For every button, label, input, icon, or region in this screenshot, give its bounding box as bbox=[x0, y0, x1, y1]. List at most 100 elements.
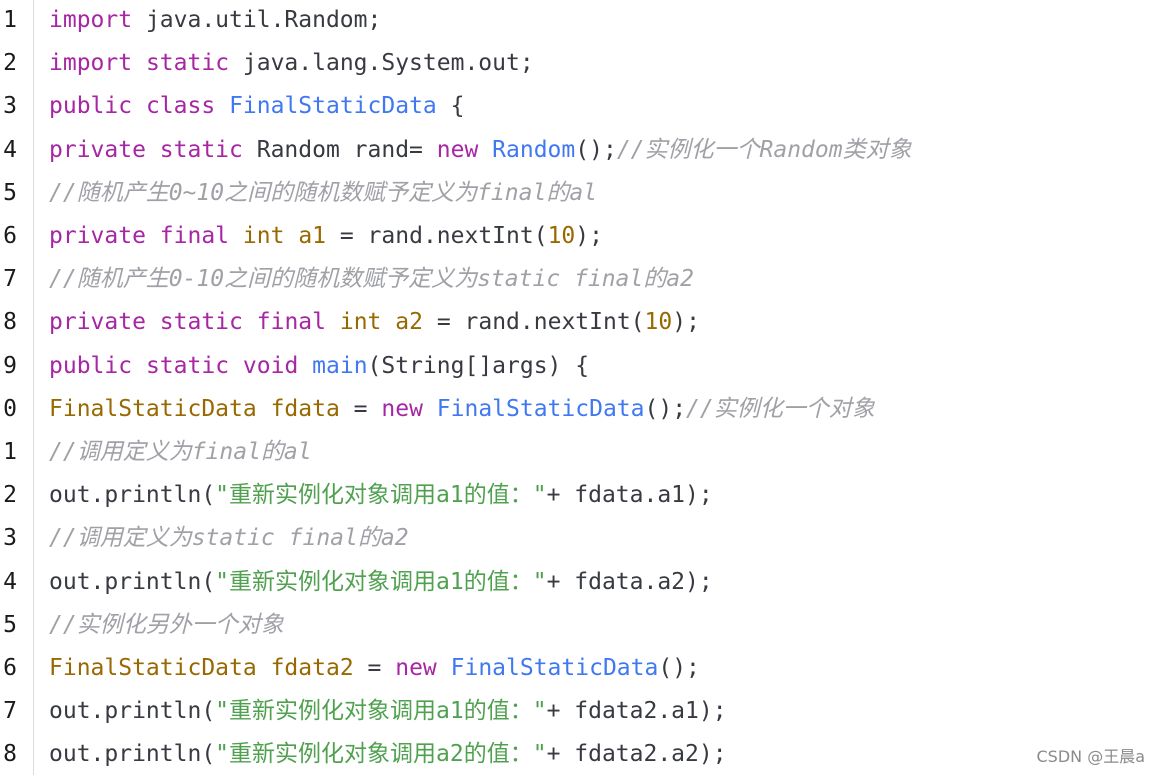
code-line: private static Random rand= new Random()… bbox=[49, 129, 912, 172]
code-token: public bbox=[49, 352, 133, 379]
code-token: static bbox=[159, 309, 243, 336]
code-token: private bbox=[49, 309, 146, 336]
code-line: out.println("重新实例化对象调用a1的值："+ fdata.a2); bbox=[49, 561, 713, 604]
line-number: 5 bbox=[3, 179, 17, 206]
code-token: final bbox=[256, 309, 326, 336]
code-token: import bbox=[49, 50, 133, 77]
csdn-watermark: CSDN @王晨a bbox=[1036, 747, 1145, 766]
code-line: //调用定义为final的al bbox=[49, 431, 312, 474]
code-token: "重新实例化对象调用a1的值：" bbox=[215, 482, 547, 509]
code-token: //随机产生0-10之间的随机数赋予定义为static final的a2 bbox=[49, 266, 694, 293]
code-token: FinalStaticData bbox=[450, 655, 659, 681]
code-token: java.lang.System.out; bbox=[229, 50, 534, 77]
line-number: 0 bbox=[3, 395, 17, 422]
code-token: //实例化一个对象 bbox=[686, 395, 875, 422]
line-number: 2 bbox=[3, 50, 17, 77]
code-token: Random rand= bbox=[242, 136, 437, 163]
line-number: 8 bbox=[3, 309, 17, 336]
code-token bbox=[132, 93, 146, 119]
code-token: //实例化一个Random类对象 bbox=[616, 136, 912, 163]
code-token: int bbox=[339, 309, 382, 336]
code-token: public bbox=[49, 93, 133, 120]
code-token: void bbox=[242, 352, 299, 379]
code-token bbox=[146, 223, 160, 249]
code-token: fdata bbox=[270, 395, 340, 422]
code-token: + fdata.a1); bbox=[546, 482, 713, 509]
line-number: 1 bbox=[3, 439, 17, 465]
code-token: new bbox=[436, 136, 479, 163]
code-line: import static java.lang.System.out; bbox=[49, 42, 534, 85]
code-token: = rand.nextInt( bbox=[326, 223, 548, 249]
code-token: "重新实例化对象调用a2的值：" bbox=[215, 741, 547, 768]
code-token: final bbox=[159, 223, 230, 249]
code-token: FinalStaticData bbox=[49, 655, 257, 681]
code-token: FinalStaticData bbox=[229, 93, 437, 120]
line-number: 7 bbox=[3, 698, 17, 725]
code-token: FinalStaticData bbox=[49, 395, 257, 422]
code-token: java.util.Random; bbox=[132, 7, 382, 33]
code-token bbox=[284, 223, 298, 249]
code-area[interactable]: import java.util.Random;import static ja… bbox=[49, 0, 1159, 775]
line-number: 4 bbox=[3, 568, 17, 595]
line-number: 1 bbox=[3, 7, 17, 33]
code-token bbox=[243, 309, 257, 335]
code-token: int bbox=[242, 223, 285, 249]
code-line: //随机产生0~10之间的随机数赋予定义为final的al bbox=[49, 172, 597, 215]
line-number: 5 bbox=[3, 611, 17, 638]
code-token bbox=[229, 353, 243, 379]
code-token bbox=[423, 396, 437, 422]
code-token: //调用定义为static final的a2 bbox=[49, 525, 409, 552]
code-token: static bbox=[159, 136, 243, 163]
code-token: out.println( bbox=[49, 568, 216, 595]
code-token bbox=[257, 655, 271, 681]
code-line: //实例化另外一个对象 bbox=[49, 604, 284, 647]
code-token bbox=[326, 309, 340, 335]
line-number: 3 bbox=[3, 525, 17, 552]
code-token: fdata2 bbox=[270, 655, 354, 681]
code-token: 10 bbox=[547, 223, 576, 249]
code-token bbox=[132, 353, 146, 379]
code-token bbox=[257, 396, 271, 422]
line-number: 4 bbox=[3, 136, 17, 163]
code-line: private static final int a2 = rand.nextI… bbox=[49, 301, 700, 344]
code-token: static bbox=[145, 352, 230, 379]
code-line: public static void main(String[]args) { bbox=[49, 345, 589, 388]
code-token: (); bbox=[644, 395, 687, 422]
code-token: private bbox=[49, 223, 146, 249]
code-token: { bbox=[436, 93, 465, 120]
code-line: //随机产生0-10之间的随机数赋予定义为static final的a2 bbox=[49, 258, 694, 301]
code-token: (String[]args) { bbox=[367, 352, 590, 379]
line-number: 6 bbox=[3, 223, 17, 249]
code-token: a1 bbox=[298, 223, 327, 249]
code-token: private bbox=[49, 136, 146, 163]
code-token: out.println( bbox=[49, 698, 216, 725]
line-number: 2 bbox=[3, 482, 17, 509]
line-number: 9 bbox=[3, 352, 17, 379]
code-token: new bbox=[395, 655, 437, 681]
code-token: + fdata2.a2); bbox=[546, 741, 727, 768]
code-token bbox=[478, 137, 492, 163]
code-line: //调用定义为static final的a2 bbox=[49, 517, 409, 560]
code-line: out.println("重新实例化对象调用a2的值："+ fdata2.a2)… bbox=[49, 733, 727, 775]
code-token: ); bbox=[672, 309, 700, 336]
code-token: import bbox=[49, 7, 133, 33]
line-number: 8 bbox=[3, 741, 17, 768]
code-token: class bbox=[145, 93, 216, 120]
code-token bbox=[381, 309, 395, 335]
code-token: "重新实例化对象调用a1的值：" bbox=[215, 698, 547, 725]
line-number: 7 bbox=[3, 266, 17, 293]
code-line: FinalStaticData fdata2 = new FinalStatic… bbox=[49, 647, 700, 690]
code-line: out.println("重新实例化对象调用a1的值："+ fdata.a1); bbox=[49, 474, 713, 517]
code-token: new bbox=[381, 395, 423, 422]
code-token: = bbox=[353, 655, 396, 681]
code-token: ); bbox=[575, 223, 603, 249]
code-token: 10 bbox=[644, 309, 673, 336]
code-token: //实例化另外一个对象 bbox=[49, 611, 284, 638]
code-token: Random bbox=[492, 136, 576, 163]
code-token: a2 bbox=[395, 309, 423, 336]
code-token: (); bbox=[658, 655, 700, 681]
line-number: 6 bbox=[3, 655, 17, 681]
code-token: //随机产生0~10之间的随机数赋予定义为final的al bbox=[49, 179, 598, 206]
code-token: + fdata2.a1); bbox=[546, 698, 727, 725]
